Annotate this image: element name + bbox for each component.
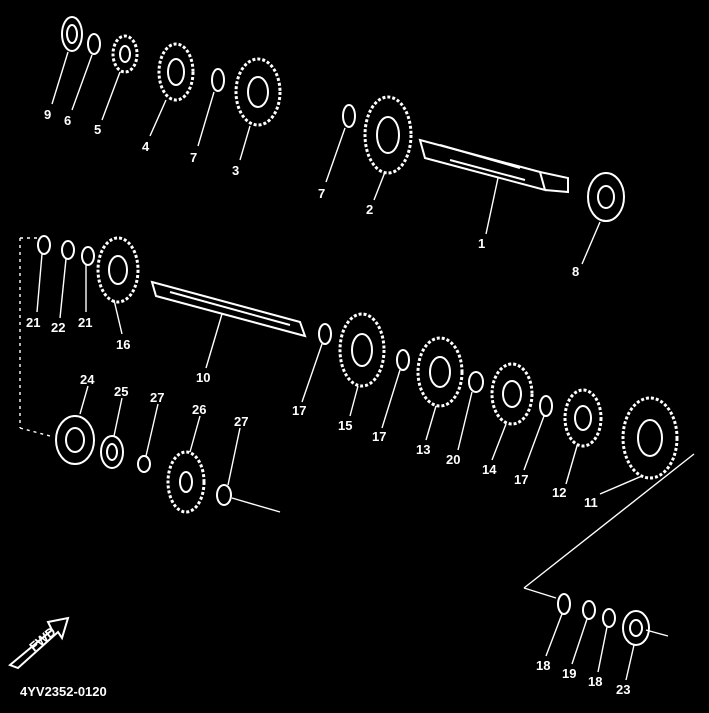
part-19-circlip <box>582 600 596 620</box>
callout-20: 20 <box>446 452 460 467</box>
part-11-gear <box>621 396 679 480</box>
callout-23: 23 <box>616 682 630 697</box>
part-18-washer-b <box>602 608 616 628</box>
callout-22: 22 <box>51 320 65 335</box>
callout-4: 4 <box>142 139 150 154</box>
part-6-circlip <box>87 33 101 55</box>
part-8-bearing <box>587 172 625 222</box>
callout-7-upper: 7 <box>190 150 197 165</box>
part-10-drive-axle <box>150 280 307 338</box>
callout-2: 2 <box>366 202 373 217</box>
fwd-arrow-icon: FWD <box>8 616 70 670</box>
callout-27-a: 27 <box>150 390 164 405</box>
callout-16: 16 <box>116 337 130 352</box>
callout-26: 26 <box>192 402 206 417</box>
part-20-washer <box>468 371 484 393</box>
part-14-gear <box>490 362 534 426</box>
callout-25: 25 <box>114 384 128 399</box>
callout-7-mid: 7 <box>318 186 325 201</box>
callout-3: 3 <box>232 163 239 178</box>
part-23-bearing <box>622 610 650 646</box>
part-21-washer-left <box>37 235 51 255</box>
part-12-gear <box>563 388 603 448</box>
callout-19: 19 <box>562 666 576 681</box>
figure-code: 4YV2352-0120 <box>20 684 107 699</box>
callout-8: 8 <box>572 264 579 279</box>
part-26-drive-sprocket <box>166 450 206 514</box>
part-9-bearing <box>61 16 83 52</box>
part-2-gear <box>363 95 413 175</box>
callout-10: 10 <box>196 370 210 385</box>
callout-21-right: 21 <box>78 315 92 330</box>
part-5-gear <box>111 34 139 74</box>
callout-15: 15 <box>338 418 352 433</box>
callout-13: 13 <box>416 442 430 457</box>
callout-17-a: 17 <box>292 403 306 418</box>
part-24-bearing <box>55 415 95 465</box>
callout-11: 11 <box>584 495 598 510</box>
part-15-gear <box>338 312 386 388</box>
part-1-main-axle <box>418 138 569 194</box>
callout-9: 9 <box>44 107 51 122</box>
callout-18-b: 18 <box>588 674 602 689</box>
callout-17-c: 17 <box>514 472 528 487</box>
part-27-circlip-a <box>137 455 151 473</box>
part-3-gear <box>234 57 282 127</box>
part-7-circlip-mid <box>342 104 356 128</box>
callout-1: 1 <box>478 236 485 251</box>
callout-17-b: 17 <box>372 429 386 444</box>
callout-27-b: 27 <box>234 414 248 429</box>
callout-24: 24 <box>80 372 95 387</box>
callout-21-left: 21 <box>26 315 40 330</box>
part-27-circlip-b <box>216 484 232 506</box>
callout-18-a: 18 <box>536 658 550 673</box>
part-7-circlip-upper <box>211 68 225 92</box>
callout-5: 5 <box>94 122 101 137</box>
part-21-washer-right <box>81 246 95 266</box>
part-22-circlip <box>61 240 75 260</box>
part-17-circlip-c <box>539 395 553 417</box>
part-16-gear <box>96 236 140 304</box>
callout-6: 6 <box>64 113 71 128</box>
part-4-gear <box>157 42 195 102</box>
part-18-washer-a <box>557 593 571 615</box>
callout-12: 12 <box>552 485 566 500</box>
part-25-collar <box>100 435 124 469</box>
part-13-gear <box>416 336 464 408</box>
fwd-label: FWD <box>26 624 58 655</box>
part-17-circlip-a <box>318 323 332 345</box>
callout-14: 14 <box>482 462 497 477</box>
part-17-circlip-b <box>396 349 410 371</box>
